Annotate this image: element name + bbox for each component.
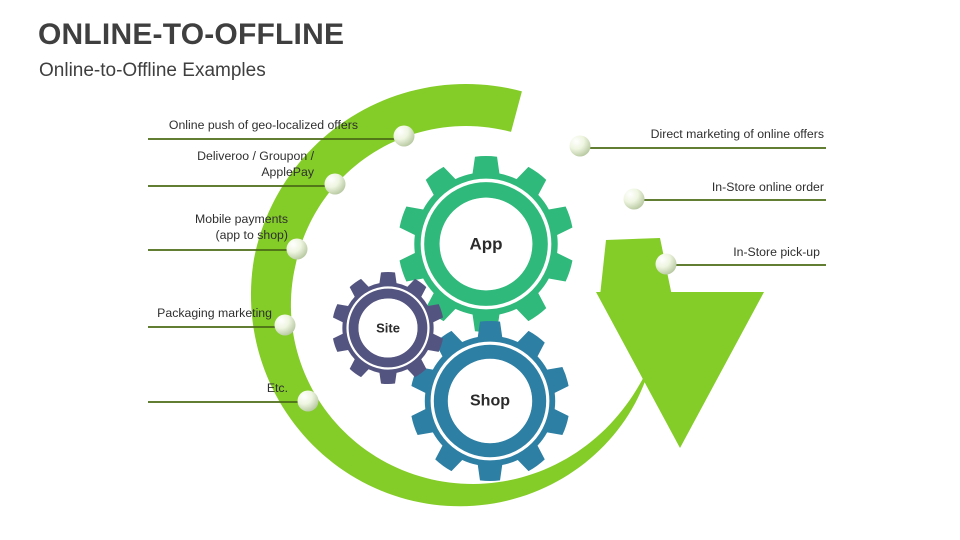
callout-label-geo-offers: Online push of geo-localized offers <box>168 118 358 132</box>
bullet-packaging[interactable] <box>274 314 296 336</box>
gear-inner-ring <box>424 182 548 306</box>
arrow-neck <box>600 238 672 296</box>
gear-inner-ring <box>348 288 428 368</box>
callout-label-packaging: Packaging marketing <box>157 306 272 320</box>
bullet-deliveroo[interactable] <box>324 173 346 195</box>
callout-label-etc: Etc. <box>266 381 288 395</box>
callout-label-instore-pickup: In-Store pick-up <box>733 245 820 259</box>
gear-label-app: App <box>469 235 502 254</box>
gear-site: Site <box>332 271 444 385</box>
leader-lines-group <box>148 138 826 403</box>
callout-label-deliveroo: Deliveroo / Groupon / ApplePay <box>197 149 314 179</box>
bullet-sphere[interactable] <box>297 390 319 412</box>
bullet-geo-offers[interactable] <box>393 125 415 147</box>
gear-label-site: Site <box>376 321 400 336</box>
bullet-sphere[interactable] <box>286 238 308 260</box>
bullet-sphere[interactable] <box>655 253 677 275</box>
bullet-sphere[interactable] <box>569 135 591 157</box>
bullet-direct-marketing[interactable] <box>569 135 591 157</box>
callout-label-instore-order: In-Store online order <box>711 180 824 194</box>
bullet-sphere[interactable] <box>274 314 296 336</box>
page-subtitle: Online-to-Offline Examples <box>39 60 266 81</box>
gear-hub <box>358 298 418 358</box>
gear-inner-ring <box>433 344 547 458</box>
gear-app: App <box>399 155 573 333</box>
bullet-sphere[interactable] <box>393 125 415 147</box>
gear-label-shop: Shop <box>470 393 510 410</box>
page-title: ONLINE-TO-OFFLINE <box>38 18 345 51</box>
gear-hub <box>439 197 533 291</box>
bullet-etc[interactable] <box>297 390 319 412</box>
callout-label-mobile-payments: Mobile payments (app to shop) <box>195 212 288 242</box>
gear-shop: Shop <box>411 320 569 482</box>
bullet-sphere[interactable] <box>324 173 346 195</box>
bullet-instore-pickup[interactable] <box>655 253 677 275</box>
bullet-nodes-group <box>274 125 677 412</box>
gear-hub <box>448 359 532 443</box>
bullet-sphere[interactable] <box>623 188 645 210</box>
circular-arrow <box>250 84 764 507</box>
callout-label-direct-marketing: Direct marketing of online offers <box>650 127 824 141</box>
arrow-head <box>596 292 764 448</box>
bullet-mobile-payments[interactable] <box>286 238 308 260</box>
bullet-instore-order[interactable] <box>623 188 645 210</box>
